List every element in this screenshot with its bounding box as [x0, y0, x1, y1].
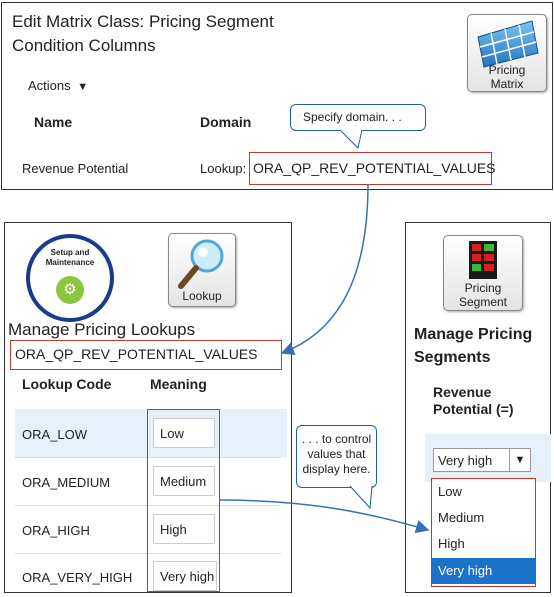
condition-row-domain-prefix: Lookup:	[200, 161, 247, 176]
table-row[interactable]: ORA_MEDIUM	[22, 475, 110, 490]
manage-segments-panel: Pricing Segment Manage Pricing Segments …	[405, 222, 551, 593]
pricing-matrix-label-1: Pricing	[488, 63, 526, 77]
caret-down-icon: ▼	[77, 81, 89, 93]
control-values-text-1: . . . to control	[301, 432, 372, 446]
row-separator	[15, 505, 281, 506]
revenue-potential-select[interactable]: Very high ▼	[433, 448, 531, 472]
control-values-text-2: values that	[307, 447, 366, 461]
lookup-code-header: Lookup Code	[22, 376, 112, 392]
matrix-panel-subtitle: Condition Columns	[12, 36, 156, 55]
setup-maintenance-icon[interactable]: Setup and Maintenance ⚙	[26, 234, 114, 322]
magnifier-icon	[178, 239, 224, 289]
lookup-code-cell: ORA_HIGH	[22, 523, 90, 538]
matrix-panel-title: Edit Matrix Class: Pricing Segment	[12, 12, 274, 31]
meaning-field[interactable]: High	[153, 514, 215, 544]
domain-column-header: Domain	[200, 114, 252, 130]
meaning-field[interactable]: Medium	[153, 466, 215, 496]
pricing-matrix-icon[interactable]: Pricing Matrix	[467, 14, 547, 92]
lookup-icon-label: Lookup	[182, 289, 222, 303]
callout-pointer	[349, 485, 373, 510]
table-row[interactable]: ORA_HIGH	[22, 523, 90, 538]
chevron-down-icon[interactable]: ▼	[509, 449, 530, 471]
lookup-code-cell: ORA_LOW	[22, 427, 88, 442]
table-row[interactable]: ORA_VERY_HIGH	[22, 570, 132, 585]
control-values-text-3: display here.	[302, 462, 371, 476]
condition-row-name: Revenue Potential	[22, 161, 129, 176]
pricing-segment-label-1: Pricing	[464, 281, 502, 295]
actions-label: Actions	[28, 78, 71, 93]
name-column-header: Name	[34, 114, 73, 130]
control-values-callout: . . . to control values that display her…	[296, 425, 377, 488]
lookups-page-title: Manage Pricing Lookups	[8, 320, 196, 339]
revenue-potential-header-1: Revenue	[433, 384, 492, 400]
lookup-icon[interactable]: Lookup	[168, 233, 236, 307]
row-separator	[15, 457, 281, 458]
manage-lookups-panel: Setup and Maintenance ⚙ Lookup Manage Pr…	[4, 222, 292, 593]
option-very-high[interactable]: Very high	[432, 558, 535, 584]
pricing-matrix-label-2: Matrix	[490, 77, 524, 91]
meaning-field[interactable]: Very high	[153, 561, 217, 591]
segment-bars-icon	[469, 241, 497, 279]
segments-page-title-2: Segments	[414, 349, 491, 366]
specify-domain-text: Specify domain. . .	[303, 110, 402, 124]
condition-row-domain-value: ORA_QP_REV_POTENTIAL_VALUES	[253, 160, 496, 176]
gears-icon: ⚙	[56, 276, 84, 304]
pricing-segment-label-2: Segment	[458, 295, 508, 309]
option-medium[interactable]: Medium	[438, 510, 485, 525]
option-high[interactable]: High	[438, 536, 465, 551]
lookup-type-value: ORA_QP_REV_POTENTIAL_VALUES	[15, 346, 258, 362]
segments-page-title-1: Manage Pricing	[414, 326, 533, 343]
revenue-potential-header-2: Potential (=)	[433, 401, 514, 417]
option-low[interactable]: Low	[438, 484, 462, 499]
meaning-field[interactable]: Low	[153, 418, 215, 448]
revenue-potential-options: Low Medium High Very high	[431, 478, 536, 587]
domain-to-lookups-arrow	[280, 183, 369, 356]
table-row[interactable]: ORA_LOW	[22, 427, 87, 442]
domain-value-highlight	[249, 152, 492, 185]
matrix-grid-icon	[477, 20, 539, 68]
setup-maintenance-label-1: Setup and	[50, 248, 90, 257]
setup-maintenance-label-2: Maintenance	[45, 258, 95, 267]
pricing-segment-icon[interactable]: Pricing Segment	[443, 235, 523, 311]
matrix-class-panel: Edit Matrix Class: Pricing Segment Condi…	[1, 2, 553, 190]
actions-menu[interactable]: Actions ▼	[28, 78, 88, 93]
selected-row-bg	[15, 409, 287, 457]
specify-domain-callout: Specify domain. . .	[290, 104, 426, 131]
selected-value: Very high	[438, 453, 493, 468]
lookup-code-cell: ORA_VERY_HIGH	[22, 570, 133, 585]
row-separator	[15, 553, 281, 554]
meaning-column-highlight	[147, 409, 220, 592]
meaning-header: Meaning	[150, 376, 207, 392]
lookup-code-cell: ORA_MEDIUM	[22, 475, 111, 490]
